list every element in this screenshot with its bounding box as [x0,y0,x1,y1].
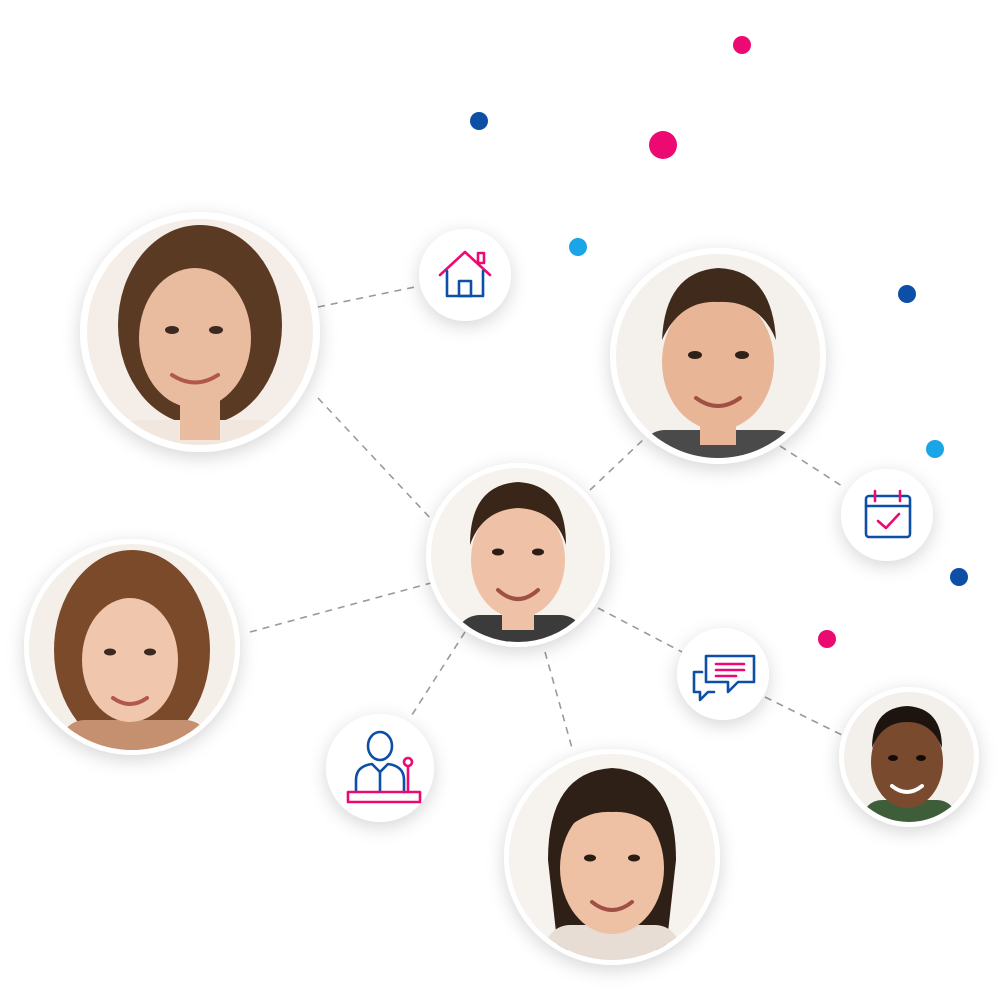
avatar-woman-bottom [504,749,720,965]
decorative-dots [470,36,968,648]
connectors [249,286,846,749]
avatar-woman-left [24,539,240,755]
dot [898,285,916,303]
connector-line [317,397,433,521]
dot [733,36,751,54]
connector-line [764,696,843,736]
dot [926,440,944,458]
connector-line [597,607,683,653]
chat-icon [677,628,769,720]
connector-line [779,445,846,489]
house-icon [419,229,511,321]
speaker-icon [326,714,434,822]
avatar-man-center [426,463,610,647]
connector-line [317,286,416,308]
dot [649,131,677,159]
avatar-man-top-right [610,248,826,464]
connector-line [589,437,646,491]
connector-line [544,651,573,749]
calendar-icon [841,469,933,561]
avatar-woman-top-left [80,212,320,452]
connector-line [409,631,466,719]
dot [569,238,587,256]
dot [818,630,836,648]
connector-line [249,582,432,633]
dot [950,568,968,586]
avatar-man-bottom-right [839,687,979,827]
dot [470,112,488,130]
